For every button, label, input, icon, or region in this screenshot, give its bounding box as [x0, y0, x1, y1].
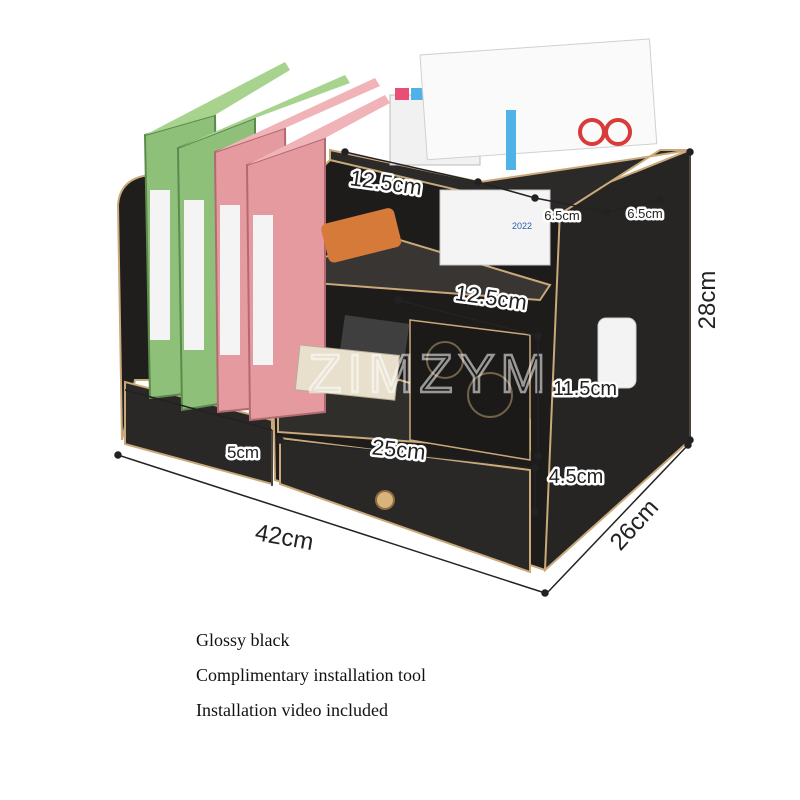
binders — [143, 62, 390, 422]
svg-text:5cm: 5cm — [227, 443, 259, 462]
width-label: 42cm — [253, 519, 315, 556]
file-compartment-depth-label: 5cm — [227, 443, 259, 462]
svg-text:11.5cm: 11.5cm — [553, 378, 617, 400]
small-slot-2-label: 6.5cm — [627, 206, 662, 221]
small-slot-1-label: 6.5cm — [544, 208, 579, 223]
shelf-height-label: 11.5cm — [553, 378, 617, 400]
feature-video: Installation video included — [196, 700, 388, 720]
svg-text:6.5cm: 6.5cm — [627, 206, 662, 221]
calendar-year: 2022 — [512, 221, 532, 231]
product-illustration: ZIMZYM 2022 12.5cm 12.5cm 6.5cm 6.5cm 6.… — [114, 38, 721, 597]
svg-text:6.5cm: 6.5cm — [544, 208, 579, 223]
desk-organizer — [116, 148, 691, 574]
drawer-width-label: 25cm — [371, 434, 427, 464]
watermark: ZIMZYM — [309, 344, 552, 404]
height-label: 28cm — [694, 271, 721, 330]
feature-finish: Glossy black — [196, 630, 290, 650]
feature-tool: Complimentary installation tool — [196, 665, 426, 685]
drawer-height-label: 4.5cm — [549, 466, 603, 488]
dimension-lines — [114, 148, 694, 597]
svg-text:4.5cm: 4.5cm — [549, 466, 603, 488]
stationery — [294, 38, 658, 401]
